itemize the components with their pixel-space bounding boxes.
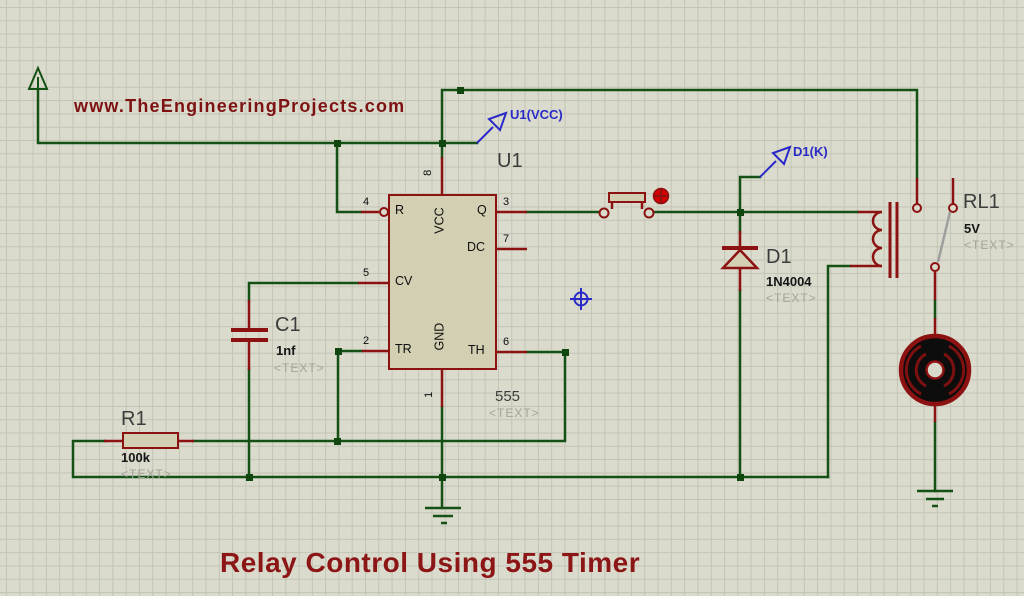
u1-pin7-number: 7 — [503, 233, 510, 245]
relay-coil — [871, 210, 883, 268]
u1-555-ic[interactable] — [358, 157, 527, 407]
reset-inversion-bubble — [379, 207, 389, 217]
wire-tr-pin2[interactable] — [336, 349, 364, 443]
u1-device-label[interactable]: 555 — [495, 388, 521, 405]
u1-pin1-number: 1 — [423, 391, 436, 398]
u1-pin-name-gnd: GND — [432, 322, 447, 351]
r1-ref-label[interactable]: R1 — [121, 408, 147, 430]
d1-ref-label[interactable]: D1 — [766, 246, 792, 268]
rl1-relay[interactable] — [850, 178, 958, 300]
wire-cv-pin5[interactable] — [247, 281, 360, 303]
rl1-ref-label[interactable]: RL1 — [963, 191, 1000, 213]
d1-diode[interactable] — [720, 231, 760, 291]
u1-ref-label[interactable]: U1 — [497, 150, 523, 172]
probe-label-d1-k[interactable]: D1(K) — [793, 144, 828, 159]
r1-resistor[interactable] — [104, 432, 194, 449]
u1-pin-name-cv: CV — [395, 274, 413, 288]
motor-hub — [925, 360, 945, 380]
u1-pin4-number: 4 — [363, 196, 370, 208]
origin-marker-icon — [570, 288, 592, 310]
voltage-probe-d1k-icon[interactable] — [759, 145, 792, 178]
push-button[interactable] — [598, 192, 655, 219]
probe-label-u1-vcc[interactable]: U1(VCC) — [510, 107, 563, 122]
r1-placeholder: <TEXT> — [121, 467, 172, 481]
power-terminal-icon[interactable] — [27, 65, 49, 95]
u1-pin-name-tr: TR — [395, 342, 412, 356]
schematic-caption: Relay Control Using 555 Timer — [220, 547, 641, 578]
wire-r1-left-ground[interactable] — [71, 439, 830, 479]
wire-vcc-left[interactable] — [36, 88, 479, 145]
ground-symbol-center[interactable] — [425, 506, 461, 525]
c1-placeholder: <TEXT> — [274, 361, 325, 375]
ground-symbol-motor[interactable] — [917, 489, 953, 508]
c1-value-label[interactable]: 1nf — [276, 343, 296, 358]
u1-pin-name-q: Q — [477, 203, 487, 217]
wire-r1-th-node[interactable] — [191, 350, 567, 443]
u1-placeholder: <TEXT> — [489, 406, 540, 420]
relay-switch-arm[interactable] — [936, 211, 952, 263]
wire-coil-return[interactable] — [826, 264, 852, 479]
d1-value-label[interactable]: 1N4004 — [766, 274, 812, 289]
motor-brushes — [904, 344, 966, 396]
d1-placeholder: <TEXT> — [766, 291, 817, 305]
rl1-placeholder: <TEXT> — [964, 238, 1015, 252]
wire-d1-probe-stub[interactable] — [738, 175, 762, 234]
c1-ref-label[interactable]: C1 — [275, 314, 301, 336]
wire-reset-pin4[interactable] — [335, 141, 363, 214]
u1-pin-name-th: TH — [468, 343, 485, 357]
u1-pin2-number: 2 — [363, 335, 370, 347]
u1-pin3-number: 3 — [503, 196, 510, 208]
rl1-value-label[interactable]: 5V — [964, 221, 980, 236]
u1-pin5-number: 5 — [363, 267, 370, 279]
u1-pin-name-dc: DC — [467, 240, 486, 254]
u1-pin-name-vcc: VCC — [432, 207, 447, 234]
watermark-text: www.TheEngineeringProjects.com — [74, 96, 406, 116]
u1-pin8-number: 8 — [422, 169, 435, 176]
u1-pin-name-r: R — [395, 203, 405, 217]
state-indicator-icon[interactable] — [652, 187, 670, 205]
junction-dots — [246, 87, 744, 481]
r1-value-label[interactable]: 100k — [121, 450, 150, 465]
wire-vcc-top[interactable] — [440, 88, 919, 180]
u1-pin6-number: 6 — [503, 336, 510, 348]
voltage-probe-vcc-icon[interactable] — [476, 111, 508, 144]
c1-capacitor[interactable] — [231, 300, 268, 370]
motor[interactable] — [898, 318, 972, 422]
